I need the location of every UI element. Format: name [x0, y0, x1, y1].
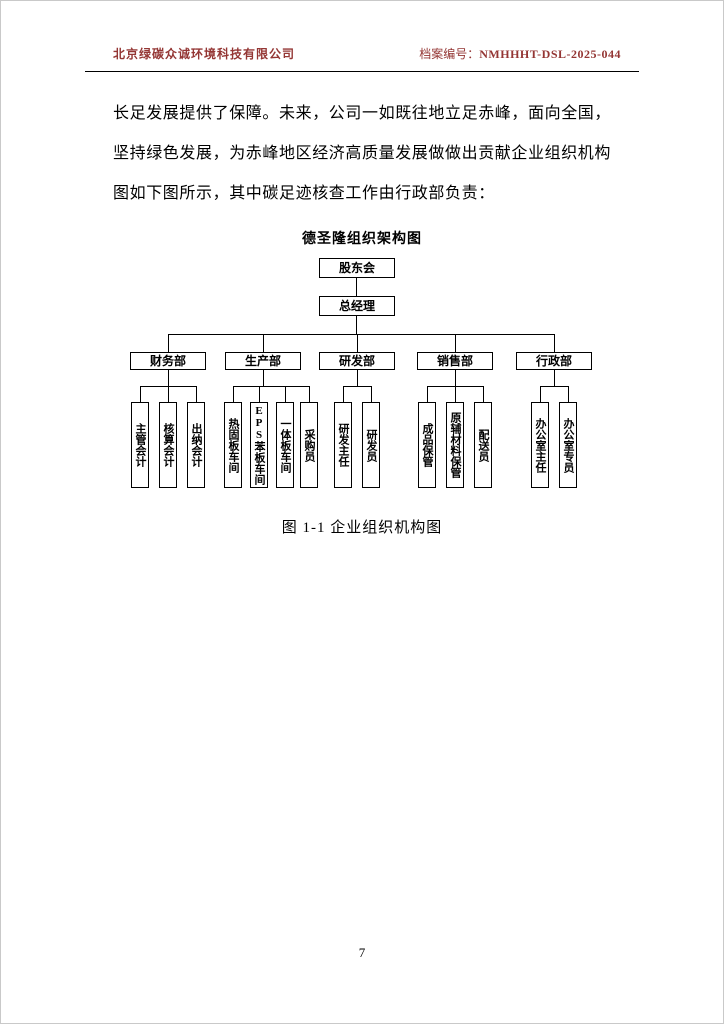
- header-doc-number: 档案编号：NMHHHT-DSL-2025-044: [419, 45, 639, 62]
- connector-line: [285, 386, 286, 402]
- org-node-production-dept: 生产部: [225, 352, 301, 370]
- org-node-delivery-staff: 配送员: [474, 402, 492, 488]
- org-node-thermoset-workshop: 热固板车间: [224, 402, 242, 488]
- connector-line: [263, 334, 264, 352]
- org-node-office-specialist: 办公室专员: [559, 402, 577, 488]
- connector-line: [540, 386, 569, 387]
- org-node-finished-goods-keeper: 成品保管: [418, 402, 436, 488]
- org-node-rd-dept: 研发部: [319, 352, 395, 370]
- connector-line: [540, 386, 541, 402]
- connector-line: [168, 334, 169, 352]
- connector-line: [196, 386, 197, 402]
- connector-line: [357, 334, 358, 352]
- connector-line: [356, 316, 357, 334]
- org-node-rd-director: 研发主任: [334, 402, 352, 488]
- header-company-name: 北京绿碳众诚环境科技有限公司: [113, 47, 296, 61]
- figure-caption: 图 1-1 企业组织机构图: [281, 520, 443, 536]
- connector-line: [343, 386, 344, 402]
- org-node-shareholders: 股东会: [319, 258, 395, 278]
- connector-line: [168, 386, 169, 402]
- doc-number-value: NMHHHT-DSL-2025-044: [479, 47, 621, 61]
- connector-line: [427, 386, 428, 402]
- connector-line: [233, 386, 310, 387]
- org-node-accounting-accountant: 核算会计: [159, 402, 177, 488]
- connector-line: [455, 370, 456, 386]
- org-node-rd-staff: 研发员: [362, 402, 380, 488]
- connector-line: [554, 334, 555, 352]
- org-chart-title: 德圣隆组织架构图: [302, 232, 422, 247]
- org-node-admin-dept: 行政部: [516, 352, 592, 370]
- connector-line: [357, 370, 358, 386]
- org-node-chief-accountant: 主管会计: [131, 402, 149, 488]
- org-chart: 股东会 总经理 财务部 生产部 研发部 销售部 行政部: [112, 258, 612, 492]
- connector-line: [233, 386, 234, 402]
- org-node-panel-workshop: 一体板车间: [276, 402, 294, 488]
- connector-line: [168, 370, 169, 386]
- connector-line: [259, 386, 260, 402]
- page-number: 7: [358, 945, 366, 960]
- body-paragraph: 长足发展提供了保障。未来，公司一如既往地立足赤峰，面向全国，坚持绿色发展，为赤峰…: [113, 105, 612, 202]
- connector-line: [568, 386, 569, 402]
- org-node-sales-dept: 销售部: [417, 352, 493, 370]
- org-node-general-manager: 总经理: [319, 296, 395, 316]
- connector-line: [343, 386, 372, 387]
- connector-line: [263, 370, 264, 386]
- org-node-finance-dept: 财务部: [130, 352, 206, 370]
- connector-line: [455, 334, 456, 352]
- org-node-purchaser: 采购员: [300, 402, 318, 488]
- org-node-cashier-accountant: 出纳会计: [187, 402, 205, 488]
- connector-line: [168, 334, 555, 335]
- connector-line: [455, 386, 456, 402]
- page-header: 北京绿碳众诚环境科技有限公司 档案编号：NMHHHT-DSL-2025-044: [85, 45, 639, 72]
- connector-line: [356, 278, 357, 296]
- doc-number-label: 档案编号：: [419, 47, 480, 61]
- connector-line: [309, 386, 310, 402]
- connector-line: [371, 386, 372, 402]
- connector-line: [554, 370, 555, 386]
- org-node-raw-material-keeper: 原辅材料保管: [446, 402, 464, 488]
- connector-line: [140, 386, 141, 402]
- org-node-eps-workshop: EPS苯板车间: [250, 402, 268, 488]
- org-node-office-director: 办公室主任: [531, 402, 549, 488]
- connector-line: [483, 386, 484, 402]
